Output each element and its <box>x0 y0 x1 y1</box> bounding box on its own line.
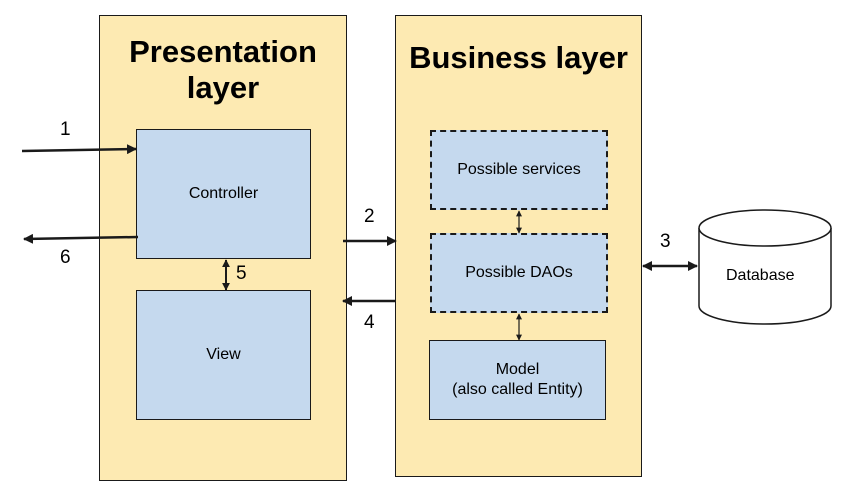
arrow-number-3: 3 <box>660 231 671 252</box>
daos-label: Possible DAOs <box>465 264 573 281</box>
arrow-number-5: 5 <box>236 263 247 284</box>
controller-label: Controller <box>188 185 259 202</box>
arrow-number-1: 1 <box>60 119 71 140</box>
presentation-layer-title: Presentation layer <box>129 34 317 105</box>
model-label: Model (also called Entity) <box>452 361 583 398</box>
database-label: Database <box>726 267 795 284</box>
arrow-number-2: 2 <box>364 206 375 227</box>
model-box: Model (also called Entity) <box>429 340 606 420</box>
business-layer-title: Business layer <box>409 40 628 75</box>
services-label: Possible services <box>457 161 581 178</box>
arrow-number-6: 6 <box>60 247 71 268</box>
controller-box: Controller <box>136 129 311 259</box>
daos-box: Possible DAOs <box>430 233 608 313</box>
services-box: Possible services <box>430 130 608 210</box>
view-box: View <box>136 290 311 420</box>
view-label: View <box>206 346 241 363</box>
arrow-number-4: 4 <box>364 312 375 333</box>
